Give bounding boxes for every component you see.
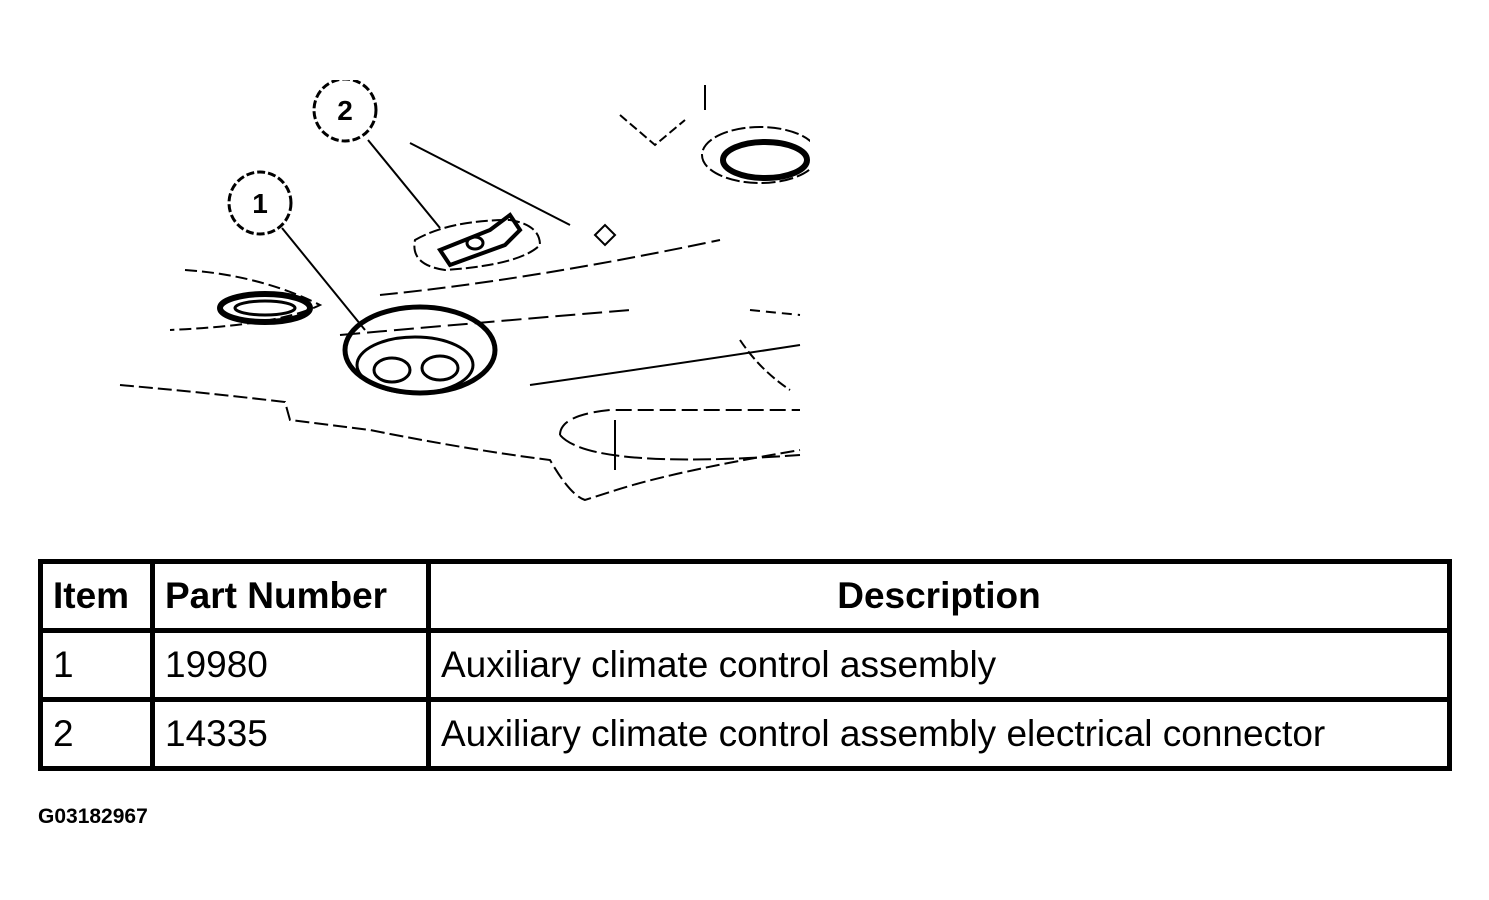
cell-part-number: 19980 (150, 628, 431, 702)
connector-body (436, 212, 523, 268)
roof-rib-2 (749, 309, 801, 316)
table-header-row: Item Part Number Description (38, 559, 1452, 633)
headliner-illustration: 1 2 (119, 80, 810, 502)
dome-light-left-lens (217, 291, 313, 325)
cell-item: 1 (38, 628, 155, 702)
figure-id: G03182967 (38, 805, 148, 828)
rear-light-upper-outline (619, 114, 686, 147)
header-part-number: Part Number (150, 559, 431, 633)
cell-description: Auxiliary climate control assembly elect… (426, 697, 1452, 771)
headliner-outline (119, 384, 801, 502)
rear-light-upper-lens (720, 139, 810, 181)
climate-control-inner (355, 335, 475, 395)
cell-description: Auxiliary climate control assembly (426, 628, 1452, 702)
headliner-edge-mid (339, 309, 631, 336)
cell-item: 2 (38, 697, 155, 771)
connector-pin (465, 235, 485, 251)
connector-mark (593, 223, 617, 247)
callout-1-circle (227, 170, 293, 236)
leader-line-1 (281, 227, 366, 331)
dome-light-left-outline (169, 269, 323, 331)
callout-1: 1 (227, 170, 293, 236)
callout-2: 2 (312, 80, 378, 143)
header-item: Item (38, 559, 155, 633)
dome-light-left-inner (233, 299, 297, 317)
table-row: 1 19980 Auxiliary climate control assemb… (38, 628, 1452, 702)
callout-1-label: 1 (252, 188, 268, 219)
callout-2-label: 2 (337, 95, 353, 126)
headliner-edge-upper (379, 239, 721, 296)
cell-part-number: 14335 (150, 697, 431, 771)
leader-line-2 (367, 139, 441, 229)
table-row: 2 14335 Auxiliary climate control assemb… (38, 697, 1452, 771)
leader-line-2b (409, 142, 571, 226)
headliner-edge-lower (529, 344, 801, 386)
roof-rib (739, 339, 791, 391)
callout-2-circle (312, 80, 378, 143)
rear-light-upper-ring (701, 126, 810, 184)
connector-housing (413, 218, 542, 272)
header-description: Description (426, 559, 1452, 633)
visor-shape (559, 409, 800, 436)
climate-control-knob-left (372, 356, 412, 384)
parts-table: Item Part Number Description 1 19980 Aux… (38, 559, 1452, 771)
visor-base (559, 434, 801, 461)
climate-control-knob-right (420, 354, 460, 382)
